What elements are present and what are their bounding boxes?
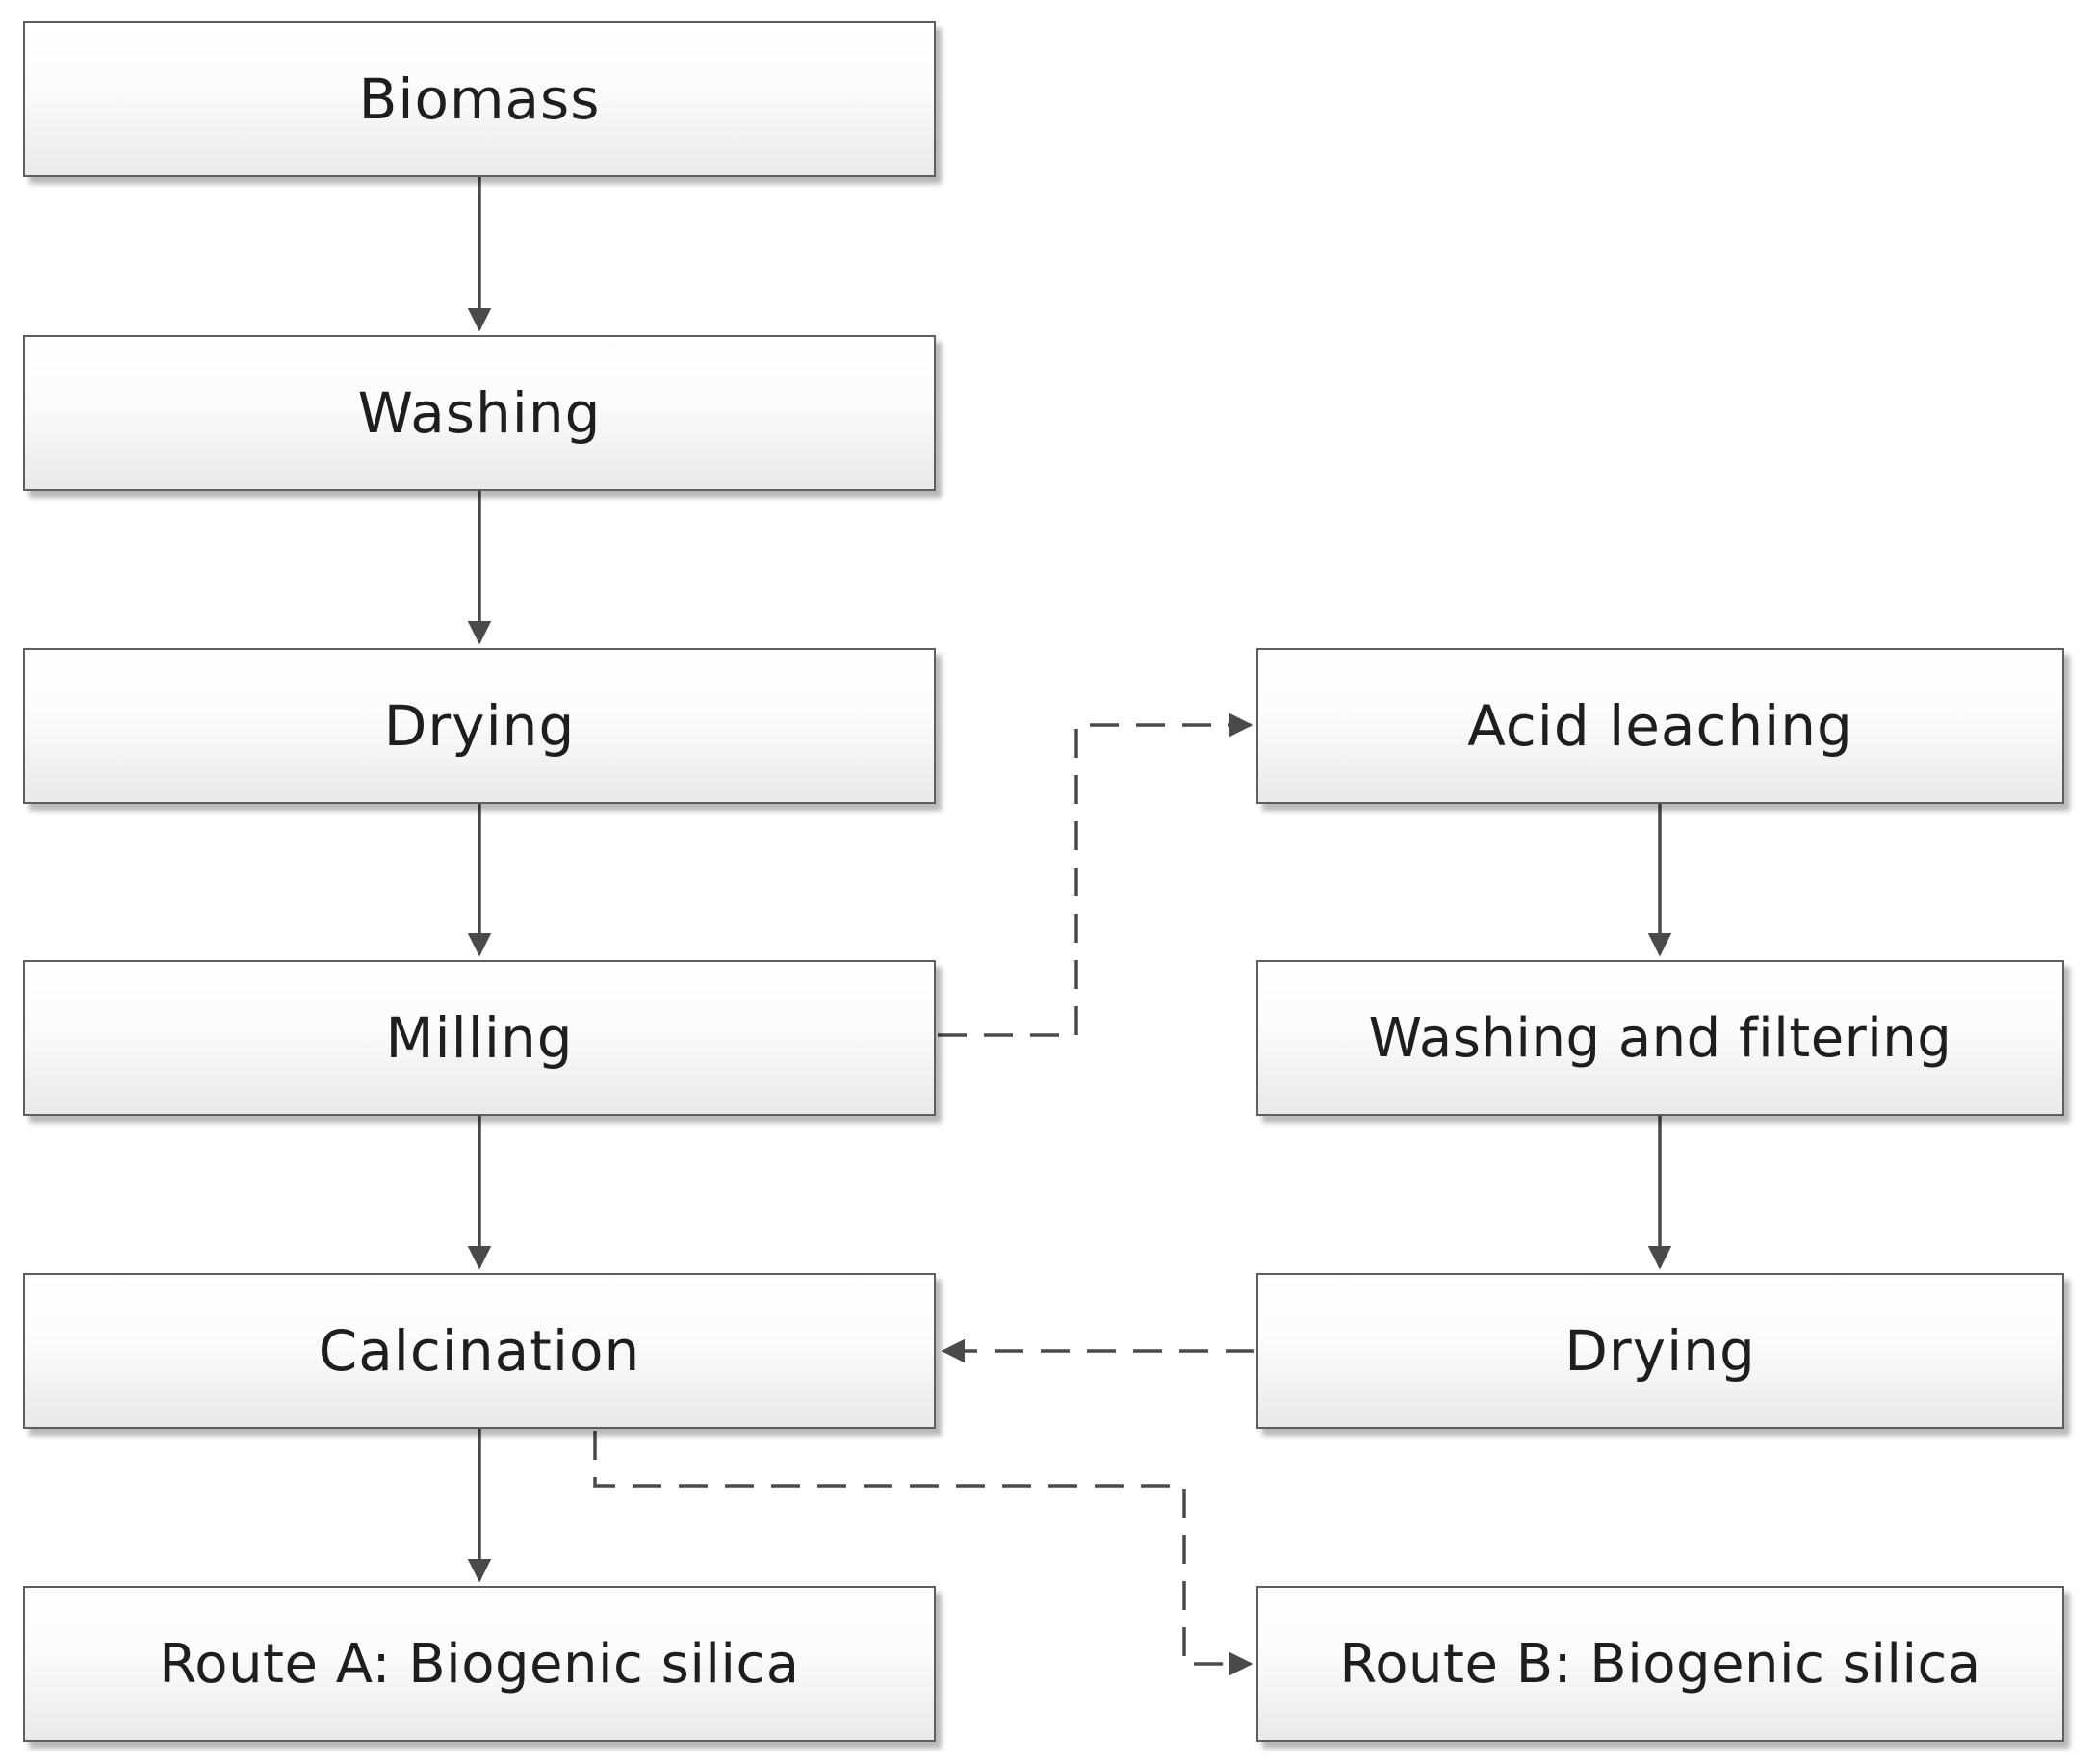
step-acid-leaching: Acid leaching: [1256, 648, 2064, 804]
step-acid-leaching-label: Acid leaching: [1467, 693, 1853, 759]
step-washing-label: Washing: [357, 380, 602, 446]
dashed-arrow-milling-to-acid-leaching: [938, 713, 1253, 1037]
step-washing: Washing: [23, 335, 936, 491]
step-calcination-label: Calcination: [318, 1318, 641, 1384]
step-washing-filtering: Washing and filtering: [1256, 960, 2064, 1116]
dashed-arrow-calcination-to-route-b: [593, 1431, 1253, 1676]
step-biomass: Biomass: [23, 21, 936, 177]
step-route-b: Route B: Biogenic silica: [1256, 1586, 2064, 1742]
step-drying-label: Drying: [383, 693, 576, 759]
step-calcination: Calcination: [23, 1273, 936, 1429]
step-drying: Drying: [23, 648, 936, 804]
step-drying-b: Drying: [1256, 1273, 2064, 1429]
step-milling: Milling: [23, 960, 936, 1116]
step-milling-label: Milling: [385, 1005, 574, 1071]
step-route-a: Route A: Biogenic silica: [23, 1586, 936, 1742]
step-washing-filtering-label: Washing and filtering: [1368, 1006, 1952, 1070]
step-route-b-label: Route B: Biogenic silica: [1339, 1632, 1981, 1696]
step-biomass-label: Biomass: [358, 66, 601, 132]
step-drying-b-label: Drying: [1564, 1318, 1756, 1384]
step-route-a-label: Route A: Biogenic silica: [159, 1632, 800, 1696]
